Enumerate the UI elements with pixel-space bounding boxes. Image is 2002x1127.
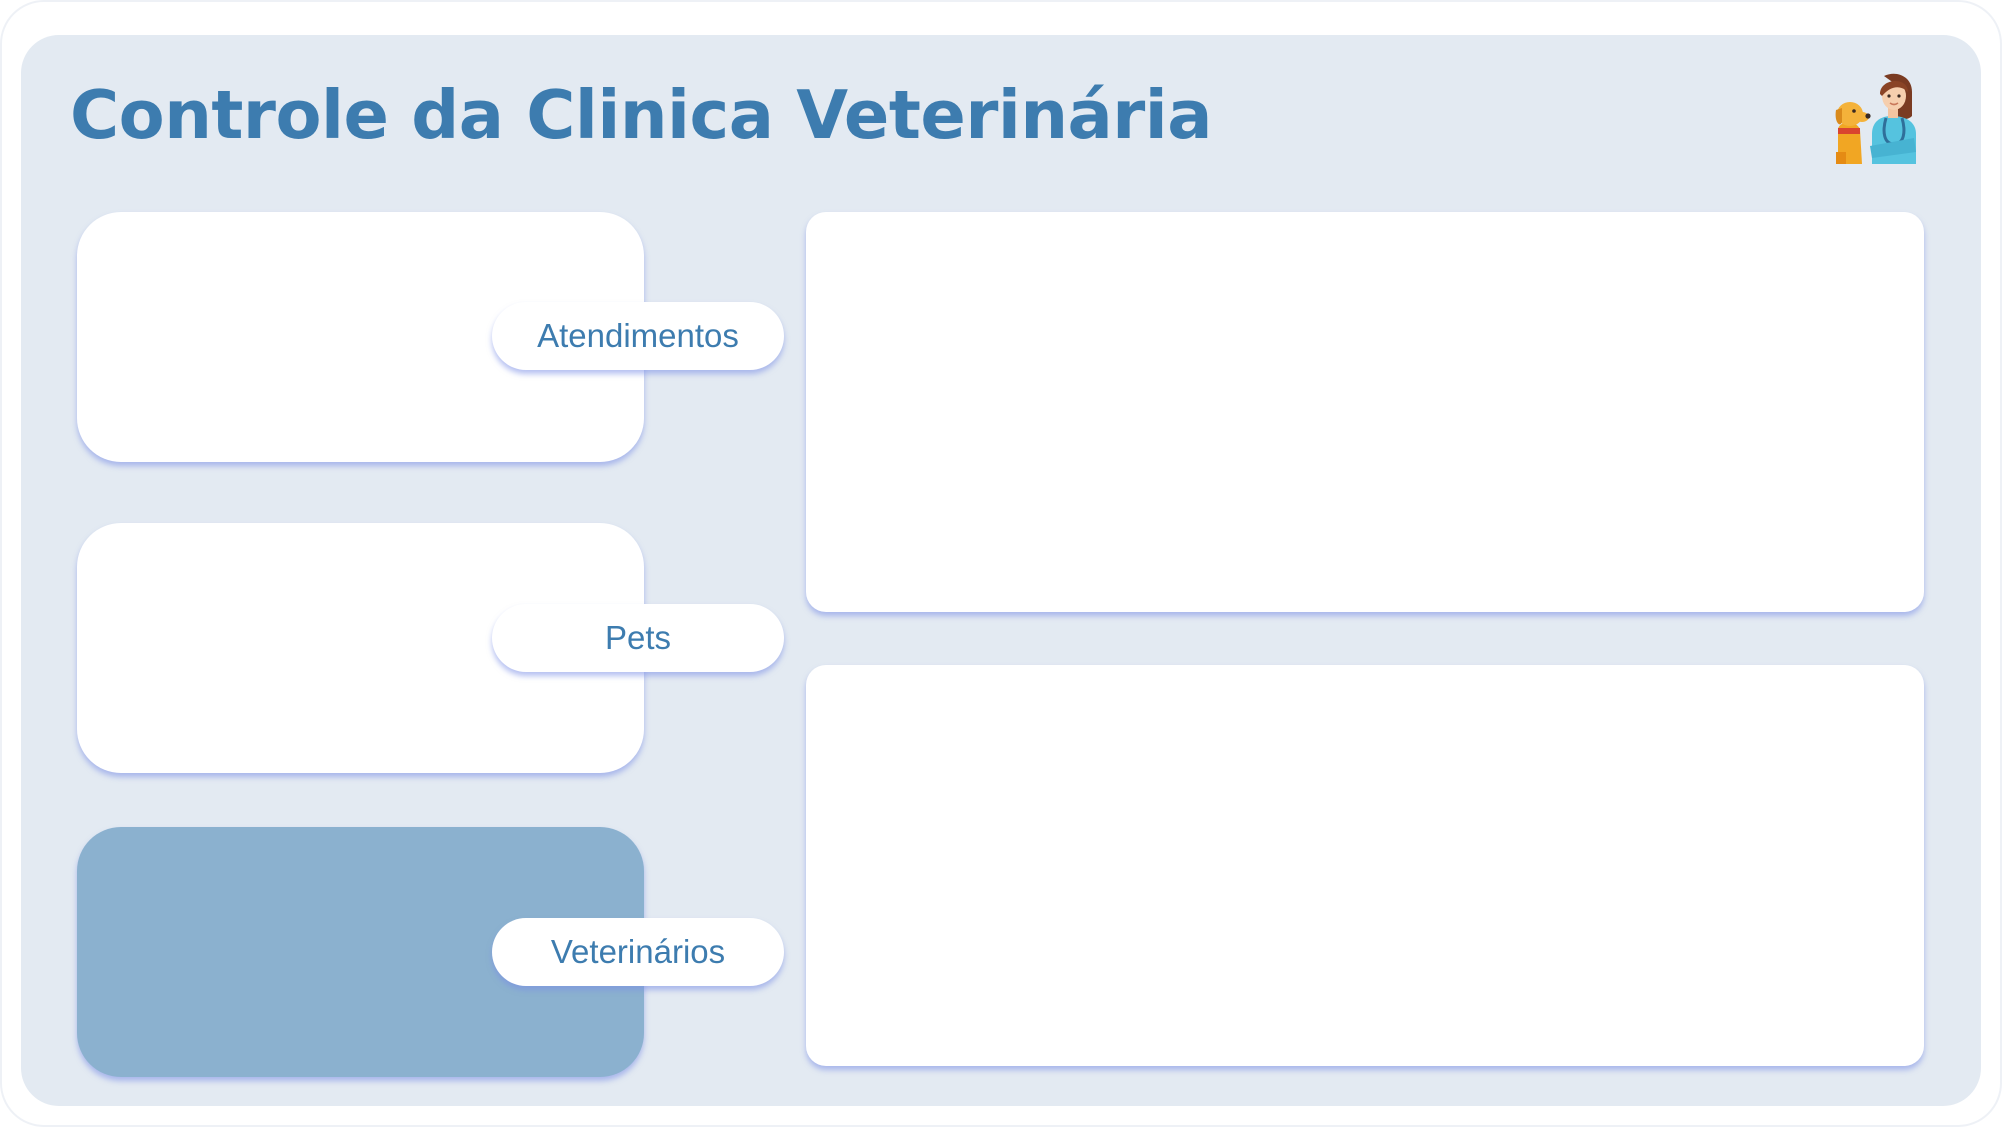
content-panel-bottom	[806, 665, 1924, 1066]
atendimentos-button[interactable]: Atendimentos	[492, 302, 784, 370]
content-panel-top	[806, 212, 1924, 612]
veterinarian-with-dog-icon	[1835, 73, 1916, 164]
veterinarios-button[interactable]: Veterinários	[492, 918, 784, 986]
page-title: Controle da Clinica Veterinária	[70, 76, 1212, 154]
pets-button[interactable]: Pets	[492, 604, 784, 672]
